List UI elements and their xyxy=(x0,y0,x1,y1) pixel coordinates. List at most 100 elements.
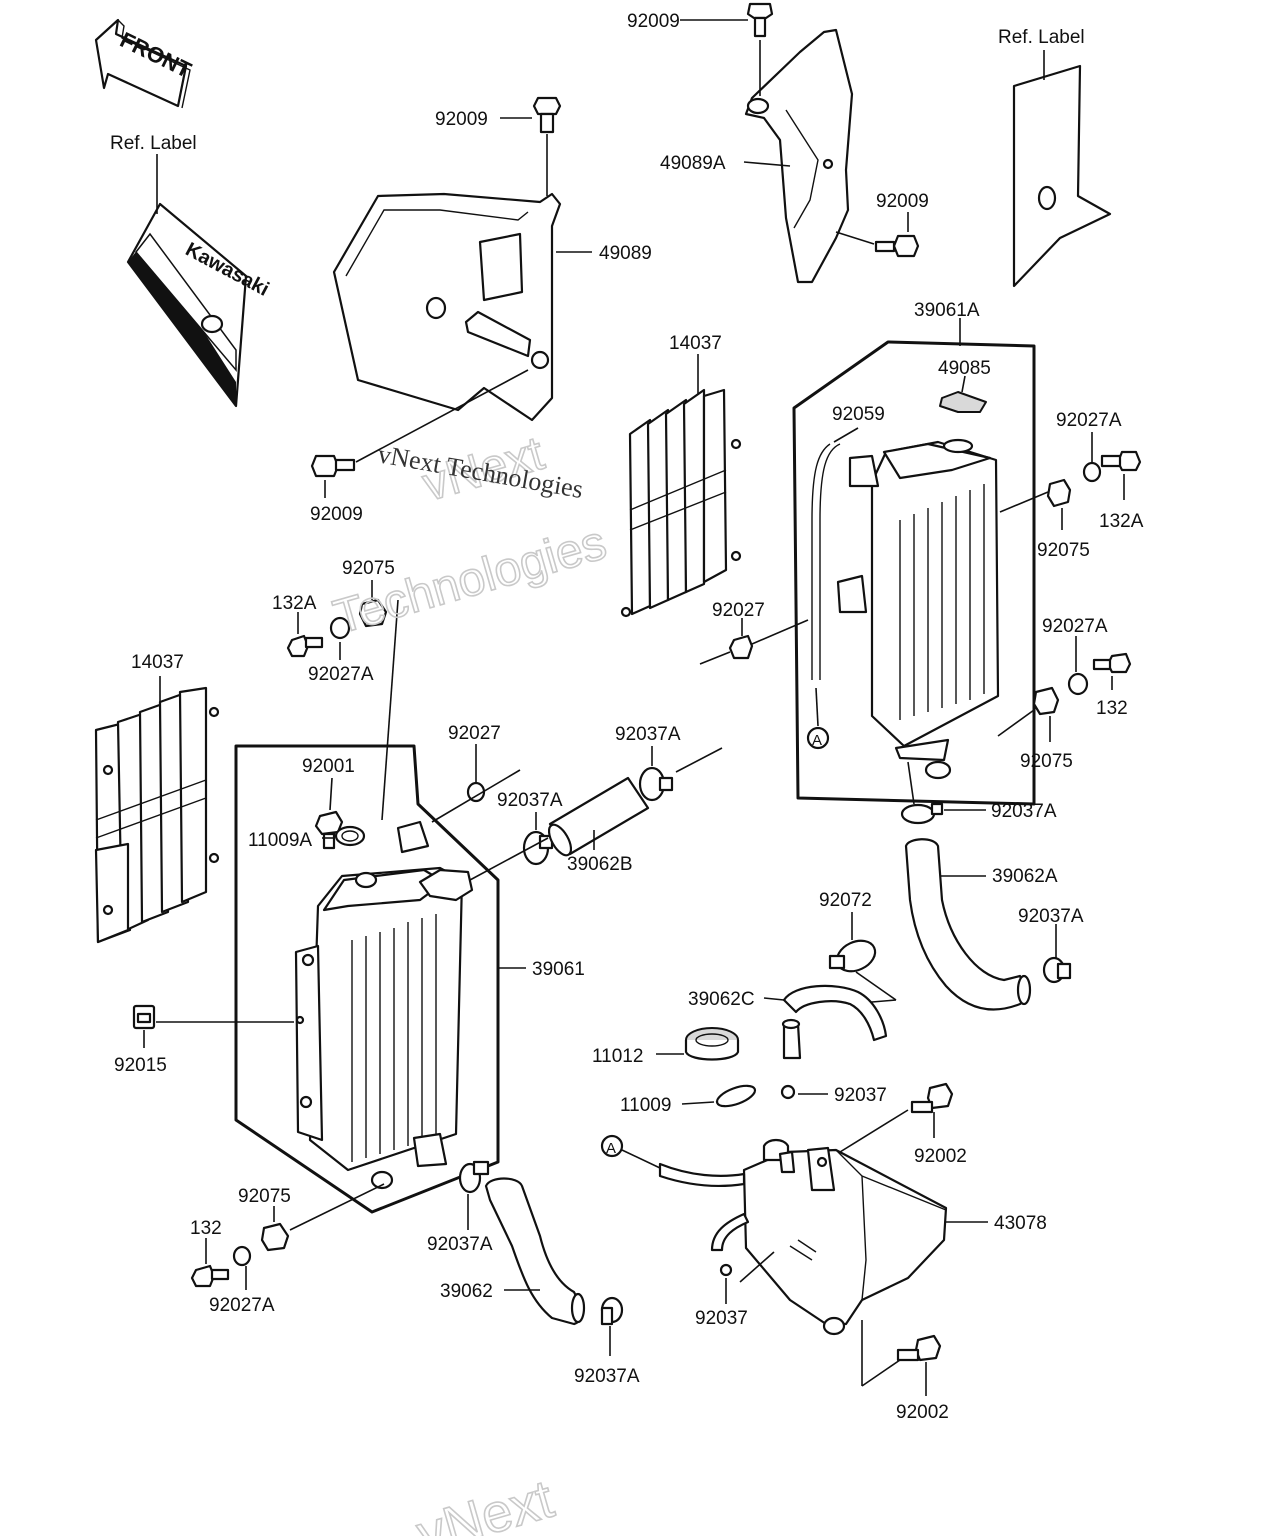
ref-label-right: Ref. Label xyxy=(998,27,1085,48)
label-43078: 43078 xyxy=(994,1213,1047,1234)
o-ring-icon xyxy=(715,1084,757,1108)
radiator-39061 xyxy=(294,820,474,1190)
label-92027a-2: 92027A xyxy=(1042,616,1108,637)
bolt-icon xyxy=(728,634,754,660)
ref-label-sticker xyxy=(1012,64,1112,288)
clamp-92072 xyxy=(828,939,877,973)
label-92027-1: 92027 xyxy=(712,600,765,621)
label-92002-1: 92002 xyxy=(914,1146,967,1167)
label-11012: 11012 xyxy=(592,1046,643,1067)
label-92027a-1: 92027A xyxy=(1056,410,1122,431)
label-39061: 39061 xyxy=(532,959,585,980)
clamp-icon xyxy=(1042,956,1072,984)
label-39062c: 39062C xyxy=(688,989,755,1010)
label-132a-2: 132A xyxy=(272,593,317,614)
label-14037-b: 14037 xyxy=(131,652,184,673)
label-92037a-5: 92037A xyxy=(427,1234,493,1255)
label-92027a-3: 92027A xyxy=(308,664,374,685)
assembly-box-39061a xyxy=(792,340,1036,806)
label-49085: 49085 xyxy=(938,358,991,379)
clip-icon xyxy=(780,1084,796,1100)
label-49089a: 49089A xyxy=(660,153,726,174)
svg-text:vNext: vNext xyxy=(410,1469,559,1536)
grille-14037-lower xyxy=(94,686,220,944)
grommet-icon xyxy=(358,598,388,628)
hose-39062 xyxy=(484,1177,586,1326)
grommet-icon xyxy=(1032,686,1060,716)
cap-49085 xyxy=(939,391,987,413)
bolt-icon xyxy=(910,1082,954,1114)
washer-icon xyxy=(1082,461,1102,483)
label-14037-a: 14037 xyxy=(669,333,722,354)
shroud-49089 xyxy=(332,192,562,422)
label-39062: 39062 xyxy=(440,1281,493,1302)
label-92037a-2: 92037A xyxy=(497,790,563,811)
clip-92015 xyxy=(132,1004,156,1030)
label-11009: 11009 xyxy=(620,1095,671,1116)
label-92037-2: 92037 xyxy=(695,1308,748,1329)
clamp-icon xyxy=(638,766,674,802)
label-132-2: 132 xyxy=(190,1218,222,1239)
hose-39062b xyxy=(547,776,650,857)
label-92037a-1: 92037A xyxy=(615,724,681,745)
clip-icon xyxy=(719,1263,733,1277)
svg-text:Technologies: Technologies xyxy=(328,516,612,644)
clamp-92037a-lower xyxy=(458,1160,490,1194)
label-39061a: 39061A xyxy=(914,300,980,321)
bolt-icon xyxy=(874,234,920,258)
cap-11012 xyxy=(684,1027,740,1061)
label-92027-2: 92027 xyxy=(448,723,501,744)
label-92027a-4: 92027A xyxy=(209,1295,275,1316)
label-92009-b: 92009 xyxy=(435,109,488,130)
label-92009-d: 92009 xyxy=(310,504,363,525)
label-92009-c: 92009 xyxy=(876,191,929,212)
label-92075-4: 92075 xyxy=(238,1186,291,1207)
label-92001: 92001 xyxy=(302,756,355,777)
label-132a-1: 132A xyxy=(1099,511,1144,532)
front-arrow: FRONT xyxy=(94,18,196,109)
assembly-box-39061 xyxy=(234,744,500,1214)
label-92075-3: 92075 xyxy=(342,558,395,579)
label-92002-2: 92002 xyxy=(896,1402,949,1423)
label-92037a-4: 92037A xyxy=(1018,906,1084,927)
label-49089: 49089 xyxy=(599,243,652,264)
bolt-icon xyxy=(896,1334,942,1362)
bolt-icon xyxy=(286,634,324,658)
clamp-92037a-mid xyxy=(522,830,554,866)
label-132-1: 132 xyxy=(1096,698,1128,719)
svg-text:A: A xyxy=(606,1140,616,1157)
bolt-icon xyxy=(532,96,562,134)
hose-39062a xyxy=(904,838,1032,1011)
bolt-icon xyxy=(746,2,774,38)
label-92075-1: 92075 xyxy=(1037,540,1090,561)
clamp-92037a-right xyxy=(900,802,944,825)
reservoir-43078 xyxy=(742,1138,948,1336)
label-92037a-3: 92037A xyxy=(991,801,1057,822)
svg-text:A: A xyxy=(812,732,822,749)
grommet-icon xyxy=(260,1222,290,1252)
washer-icon xyxy=(232,1245,252,1267)
clamp-icon xyxy=(600,1296,624,1326)
bolt-icon xyxy=(310,454,356,478)
hose-39062c xyxy=(781,984,888,1060)
marker-a-lower: A xyxy=(600,1134,624,1158)
label-92059: 92059 xyxy=(832,404,885,425)
label-92072: 92072 xyxy=(819,890,872,911)
ref-label-left: Ref. Label xyxy=(110,133,197,154)
label-92037a-6: 92037A xyxy=(574,1366,640,1387)
bolt-icon xyxy=(190,1264,230,1288)
label-92009-a: 92009 xyxy=(627,11,680,32)
washer-icon xyxy=(329,616,351,640)
label-11009a: 11009A xyxy=(248,830,312,851)
bolt-icon xyxy=(1100,450,1142,472)
bracket-49089a xyxy=(744,28,854,284)
kawasaki-shroud-label: Kawasaki xyxy=(126,202,273,408)
grommet-icon xyxy=(1046,478,1072,508)
label-39062b: 39062B xyxy=(567,854,633,875)
washer-icon xyxy=(1067,672,1089,696)
grille-14037-upper xyxy=(620,388,742,618)
bolt-icon xyxy=(1092,652,1132,674)
label-92037-1: 92037 xyxy=(834,1085,887,1106)
o-ring-icon xyxy=(334,825,366,847)
